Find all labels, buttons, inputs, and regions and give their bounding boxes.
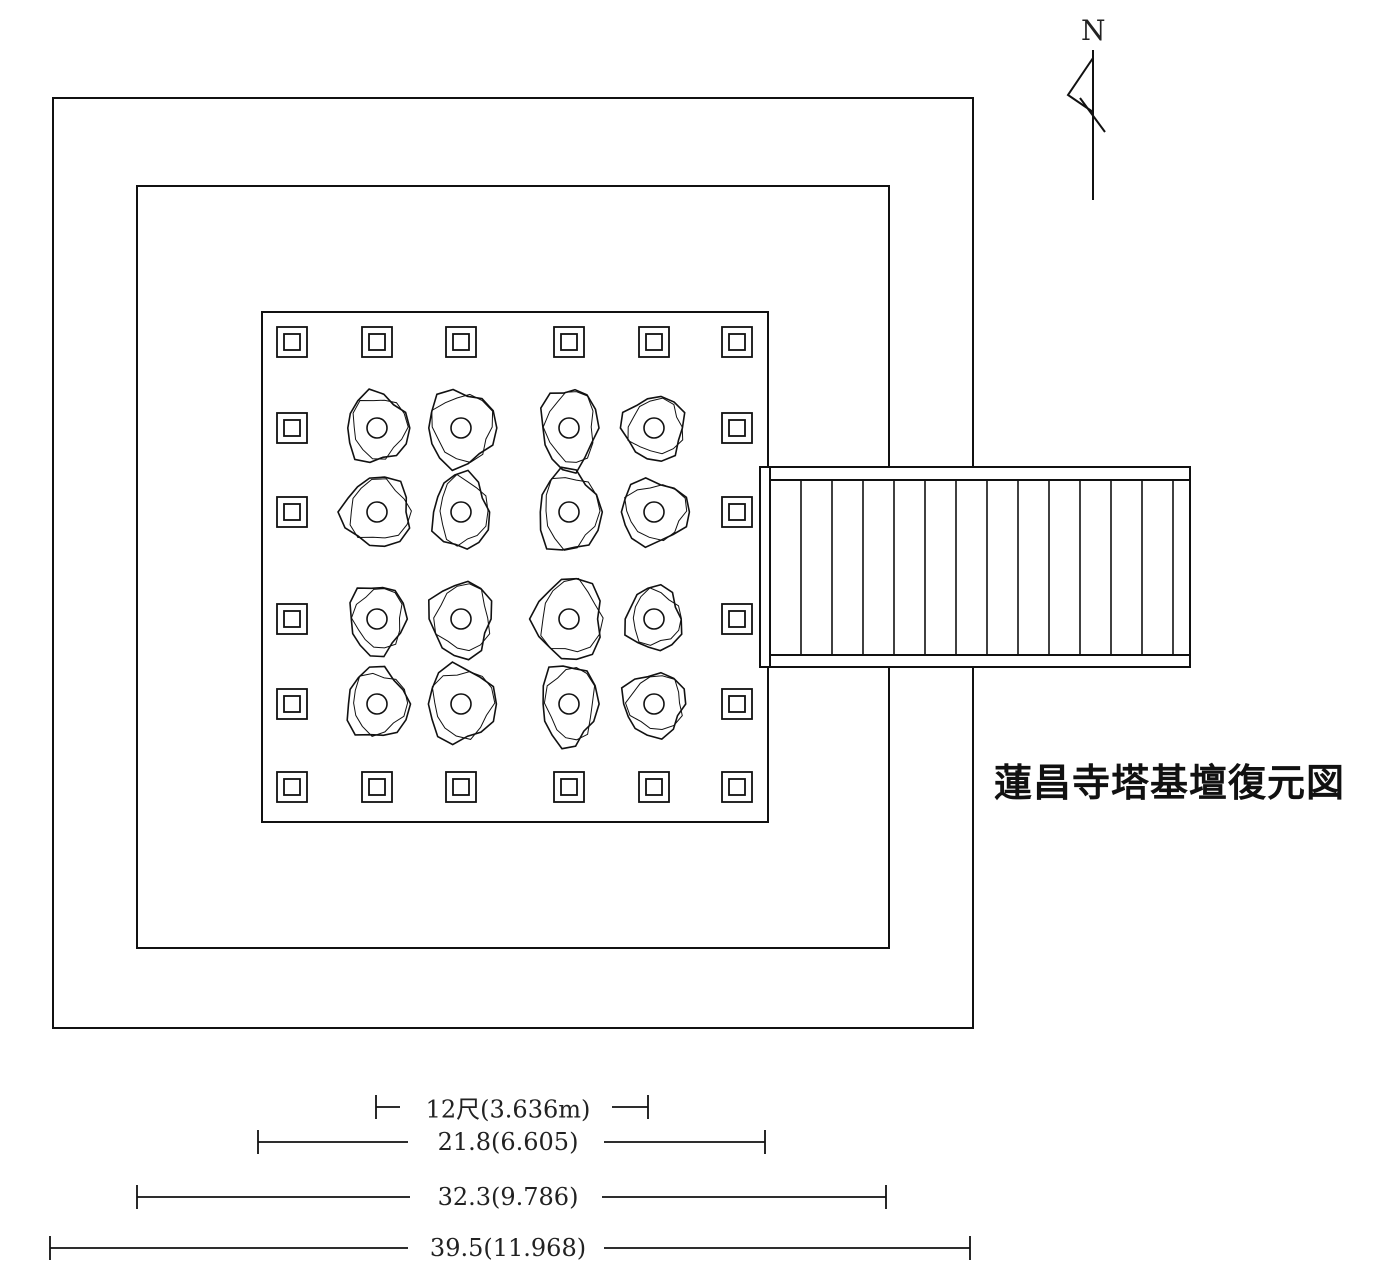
foundation-stone [427,388,498,472]
dimension-label-12shaku: 12尺(3.636m) [419,1089,597,1125]
foundation-stone [430,469,491,550]
pillar-base [721,412,753,444]
pillar-base [553,326,585,358]
pillar-base [276,496,308,528]
foundation-stone [620,477,691,549]
foundation-stone [539,388,600,475]
dimension-lines [49,1095,971,1260]
pillar-base [721,603,753,635]
pillar-base [445,771,477,803]
dimension-label-32-3: 32.3(9.786) [431,1183,585,1211]
pillar-base [276,603,308,635]
foundation-stone [619,395,686,463]
foundation-stone [349,586,409,658]
foundation-stone [542,665,600,750]
inner-platform-outline [261,311,769,823]
dimension-label-21-8: 21.8(6.605) [431,1128,585,1156]
dimension-label-39-5: 39.5(11.968) [423,1234,593,1262]
north-arrow-icon [1066,50,1106,200]
pillar-base [276,688,308,720]
pillar-base [721,771,753,803]
north-label: N [1081,14,1106,47]
pillar-grid [276,326,753,803]
foundation-stones [337,388,691,750]
east-stairway [759,466,1191,668]
pillar-base [276,771,308,803]
foundation-stone [528,577,604,661]
foundation-stone [427,661,498,746]
pillar-base [276,326,308,358]
foundation-stone [346,388,411,464]
pillar-base [638,326,670,358]
foundation-stone [346,665,412,737]
foundation-stone [624,583,683,652]
pillar-base [445,326,477,358]
foundation-stone [337,476,412,548]
foundation-stone [620,671,687,740]
diagram-title: 蓮昌寺塔基壇復元図 [994,761,1346,805]
foundation-stone [539,466,604,551]
foundation-stone [427,580,493,661]
pillar-base [721,326,753,358]
pillar-base [553,771,585,803]
pillar-base [276,412,308,444]
pillar-base [361,771,393,803]
pillar-base [638,771,670,803]
pillar-base [361,326,393,358]
pillar-base [721,496,753,528]
pillar-base [721,688,753,720]
